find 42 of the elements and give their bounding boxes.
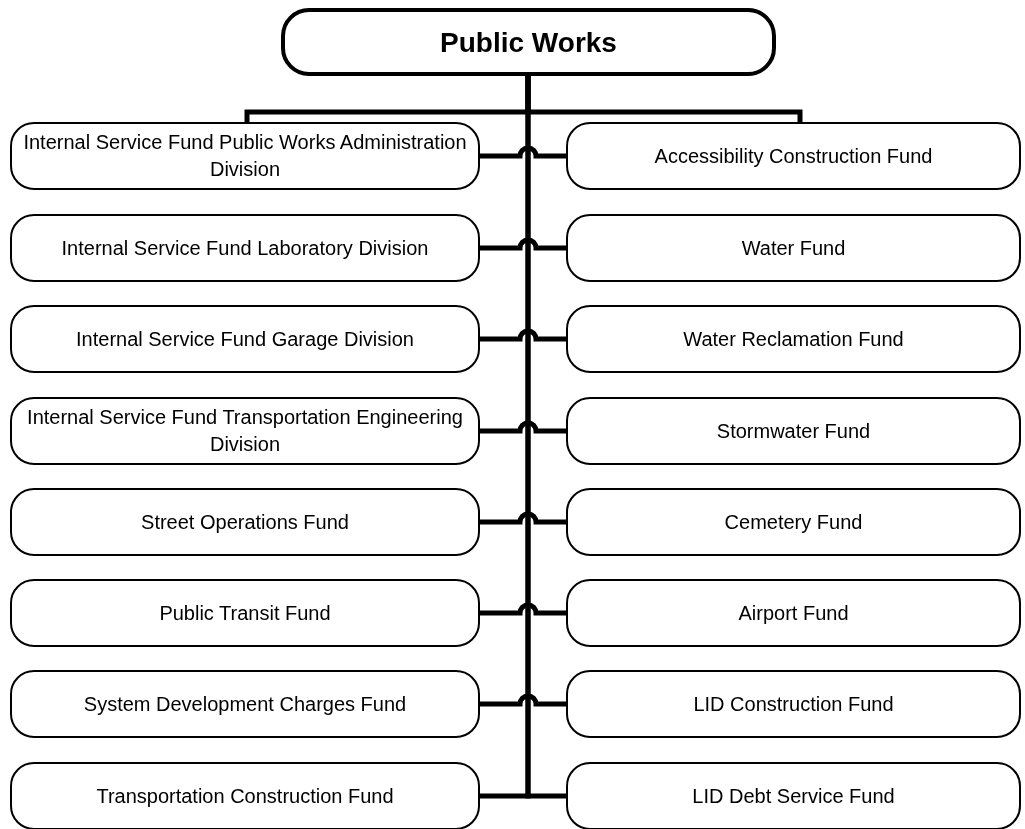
box-label: Public Works bbox=[440, 28, 617, 56]
box-label: Accessibility Construction Fund bbox=[654, 143, 933, 169]
fund-box bbox=[10, 488, 480, 556]
box-label: Water Reclamation Fund bbox=[683, 326, 904, 352]
fund-box bbox=[566, 762, 1021, 829]
fund-box bbox=[566, 122, 1021, 190]
connector-line bbox=[480, 237, 566, 251]
title-box bbox=[281, 8, 776, 76]
fund-box bbox=[566, 488, 1021, 556]
box-label: Street Operations Fund bbox=[141, 509, 349, 535]
box-label: Internal Service Fund Public Works Administration Division bbox=[22, 130, 468, 182]
fund-box bbox=[10, 397, 480, 465]
box-label: System Development Charges Fund bbox=[83, 691, 407, 717]
fund-box bbox=[10, 579, 480, 647]
connector-line bbox=[480, 328, 566, 342]
fund-box bbox=[566, 670, 1021, 738]
box-label: Public Transit Fund bbox=[159, 600, 331, 626]
fund-box bbox=[566, 579, 1021, 647]
box-label: Internal Service Fund Transportation Engineering Division bbox=[26, 405, 464, 457]
box-label: Internal Service Fund Garage Division bbox=[76, 326, 414, 352]
box-label: LID Debt Service Fund bbox=[692, 783, 895, 809]
connector-line bbox=[480, 602, 566, 616]
fund-box bbox=[10, 305, 480, 373]
box-label: Airport Fund bbox=[738, 600, 849, 626]
box-label: Transportation Construction Fund bbox=[96, 783, 394, 809]
connector-line bbox=[480, 511, 566, 525]
fund-box bbox=[566, 305, 1021, 373]
connector-line bbox=[480, 145, 566, 159]
box-label: Stormwater Fund bbox=[716, 418, 871, 444]
connector-line bbox=[480, 693, 566, 707]
connector-line bbox=[480, 420, 566, 434]
fund-box bbox=[10, 122, 480, 190]
fund-box bbox=[10, 762, 480, 829]
fund-box bbox=[566, 397, 1021, 465]
fund-box bbox=[10, 670, 480, 738]
box-label: Internal Service Fund Laboratory Division bbox=[61, 235, 429, 261]
connector-line bbox=[525, 76, 566, 799]
fund-box bbox=[566, 214, 1021, 282]
box-label: Water Fund bbox=[741, 235, 846, 261]
box-label: LID Construction Fund bbox=[693, 691, 894, 717]
fund-box bbox=[10, 214, 480, 282]
box-label: Cemetery Fund bbox=[724, 509, 863, 535]
